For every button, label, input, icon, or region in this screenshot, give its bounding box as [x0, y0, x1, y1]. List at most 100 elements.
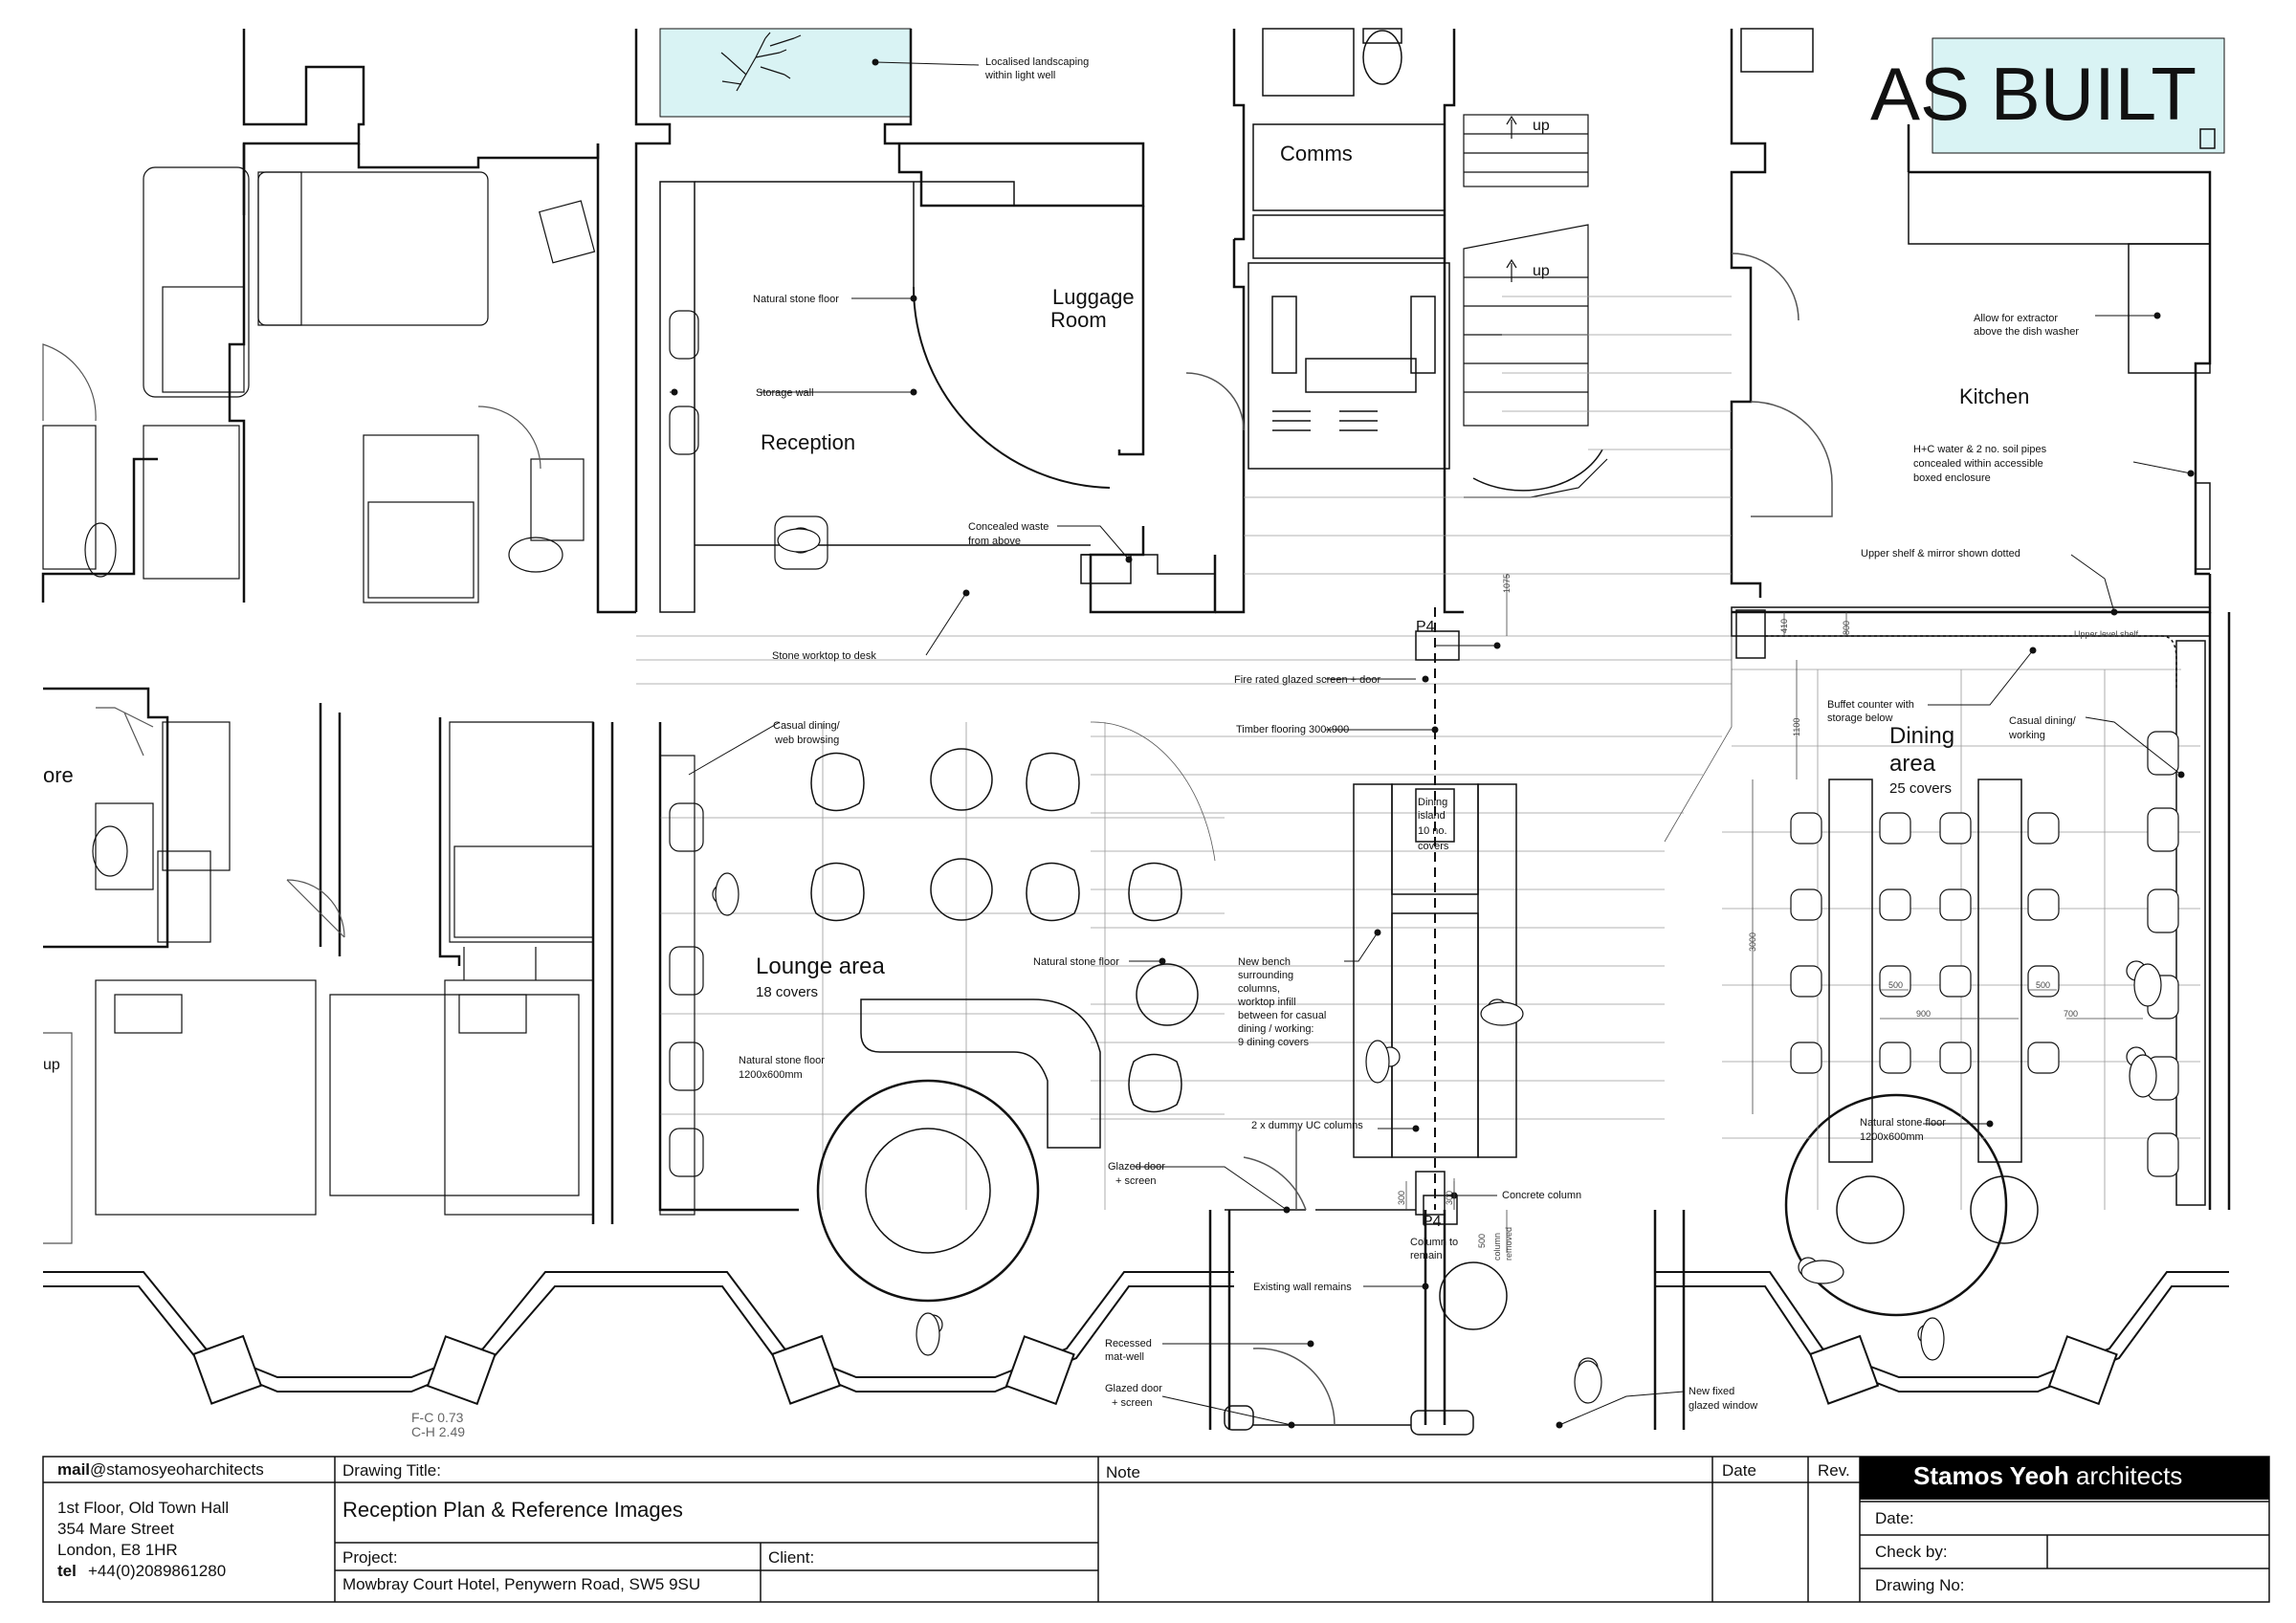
tb-tel-value: +44(0)2089861280 — [88, 1562, 226, 1580]
note-timber-flooring: Timber flooring 300x900 — [1236, 724, 1349, 735]
note-column-remain-2: remain — [1410, 1250, 1443, 1261]
wc-top-center — [1262, 28, 1402, 97]
tb-date-label: Date: — [1875, 1509, 1914, 1527]
title-block: mail@stamosyeoharchitects 1st Floor, Old… — [42, 1456, 2270, 1603]
kitchen — [1731, 171, 2211, 570]
note-upper-level-shelf: Upper level shelf — [2074, 629, 2139, 639]
room-label-luggage-2: Room — [1050, 308, 1107, 332]
note-bench-6: dining / working: — [1238, 1023, 1314, 1035]
leader-lines — [670, 58, 2195, 1429]
note-buffet-2: storage below — [1827, 713, 1893, 724]
lounge-covers: 18 covers — [756, 984, 818, 1000]
note-dummy-columns: 2 x dummy UC columns — [1251, 1120, 1363, 1131]
lounge-wall-bench — [659, 755, 704, 1216]
column-p4-top: P4 — [1416, 619, 1435, 635]
note-bench-1: New bench — [1238, 956, 1291, 968]
dim-removed-1: 500 — [1477, 1234, 1487, 1248]
note-concrete-column: Concrete column — [1502, 1190, 1581, 1201]
dimension-lines — [1405, 574, 2143, 1253]
room-label-dining-2: area — [1889, 751, 1936, 777]
tb-tel-label: tel — [57, 1562, 77, 1580]
bay-windows — [43, 1271, 2229, 1393]
scale-figures — [712, 528, 2162, 1404]
dining-chairs — [1790, 731, 2179, 1177]
walls — [41, 29, 2231, 1430]
note-glazed-door-b1: Glazed door — [1105, 1383, 1162, 1394]
note-upper-shelf: Upper shelf & mirror shown dotted — [1861, 548, 2020, 559]
dining-tables — [1828, 779, 2022, 1163]
note-glazed-door-a2: + screen — [1115, 1175, 1157, 1187]
left-suites — [42, 166, 596, 1244]
island-label-1: Dining — [1418, 797, 1447, 808]
comms-room — [1247, 123, 1450, 470]
tb-address-3: London, E8 1HR — [57, 1541, 178, 1559]
note-casual-web-2: web browsing — [774, 735, 839, 746]
reception-room — [659, 181, 1245, 613]
firm-banner — [1860, 1457, 2269, 1500]
dim-800: 800 — [1842, 621, 1851, 635]
stair-up-b: up — [1533, 263, 1550, 279]
tb-email-prefix: mail@stamosyeoharchitects — [57, 1460, 264, 1479]
tb-note-label: Note — [1106, 1463, 1140, 1481]
tb-date-col: Date — [1722, 1461, 1756, 1480]
tb-firm-name: Stamos Yeoh architects — [1913, 1461, 2182, 1490]
dim-300b: 300 — [1445, 1191, 1454, 1205]
note-storage-wall: Storage wall — [756, 387, 814, 399]
ceiling-ch: C-H 2.49 — [411, 1424, 465, 1439]
dim-1075: 1075 — [1502, 574, 1512, 593]
dim-3000: 3000 — [1748, 932, 1757, 952]
note-landscaping-2: within light well — [984, 70, 1055, 81]
tb-address-1: 1st Floor, Old Town Hall — [57, 1499, 229, 1517]
light-well-top-right — [1932, 37, 2225, 154]
note-stone-1200-b2: 1200x600mm — [1860, 1131, 1924, 1143]
room-label-dining-1: Dining — [1889, 723, 1954, 749]
tb-rev-col: Rev. — [1818, 1461, 1850, 1480]
dim-900: 900 — [1916, 1009, 1931, 1019]
note-casual-web-1: Casual dining/ — [773, 720, 841, 732]
room-label-reception: Reception — [761, 430, 855, 454]
note-stone-floor-a: Natural stone floor — [753, 294, 839, 305]
dining-counter — [1731, 606, 2211, 1206]
note-column-remain-1: Column to — [1410, 1237, 1458, 1248]
note-hc-2: concealed within accessible — [1913, 458, 2043, 470]
note-fixed-window-2: glazed window — [1689, 1400, 1757, 1412]
note-casual-work-1: Casual dining/ — [2009, 715, 2077, 727]
note-glazed-door-a1: Glazed door — [1108, 1161, 1165, 1173]
dining-covers: 25 covers — [1889, 780, 1952, 797]
room-label-comms: Comms — [1280, 142, 1353, 165]
note-hc-3: boxed enclosure — [1913, 472, 1991, 484]
ceiling-fc: F-C 0.73 — [411, 1410, 464, 1425]
note-stone-floor-b: Natural stone floor — [1033, 956, 1119, 968]
plan-labels: AS BUILT Comms Luggage Room Reception Ki… — [43, 52, 2197, 1439]
note-buffet-1: Buffet counter with — [1827, 699, 1914, 711]
note-casual-work-2: working — [2008, 730, 2045, 741]
tree-icon — [720, 32, 802, 92]
note-extractor-1: Allow for extractor — [1974, 313, 2058, 324]
note-fixed-window-1: New fixed — [1689, 1386, 1734, 1397]
dim-410: 410 — [1779, 619, 1789, 633]
stair-up-a: up — [1533, 118, 1550, 134]
island-label-4: covers — [1418, 841, 1449, 852]
tb-drawing-no-label: Drawing No: — [1875, 1576, 1965, 1594]
tb-client-label: Client: — [768, 1548, 814, 1567]
staircase — [1463, 114, 1608, 498]
note-bench-7: 9 dining covers — [1238, 1037, 1309, 1048]
note-bench-3: columns, — [1238, 983, 1280, 995]
dining-island — [1353, 607, 1517, 1225]
note-stone-worktop: Stone worktop to desk — [772, 650, 876, 662]
bay-piers — [192, 1334, 2118, 1406]
note-fire-screen: Fire rated glazed screen + door — [1234, 674, 1381, 686]
dim-removed-3: removed — [1504, 1227, 1513, 1261]
dim-1100: 1100 — [1792, 718, 1801, 736]
dim-500b: 500 — [2036, 980, 2050, 990]
tb-drawing-title-label: Drawing Title: — [342, 1461, 441, 1480]
as-built-stamp: AS BUILT — [1870, 52, 2197, 136]
note-existing-wall: Existing wall remains — [1253, 1282, 1352, 1293]
dim-removed-2: column — [1492, 1233, 1502, 1261]
note-concealed-waste-1: Concealed waste — [968, 521, 1049, 533]
tb-drawing-title: Reception Plan & Reference Images — [342, 1498, 683, 1522]
room-label-store: ore — [43, 763, 74, 787]
note-bench-5: between for casual — [1238, 1010, 1326, 1021]
